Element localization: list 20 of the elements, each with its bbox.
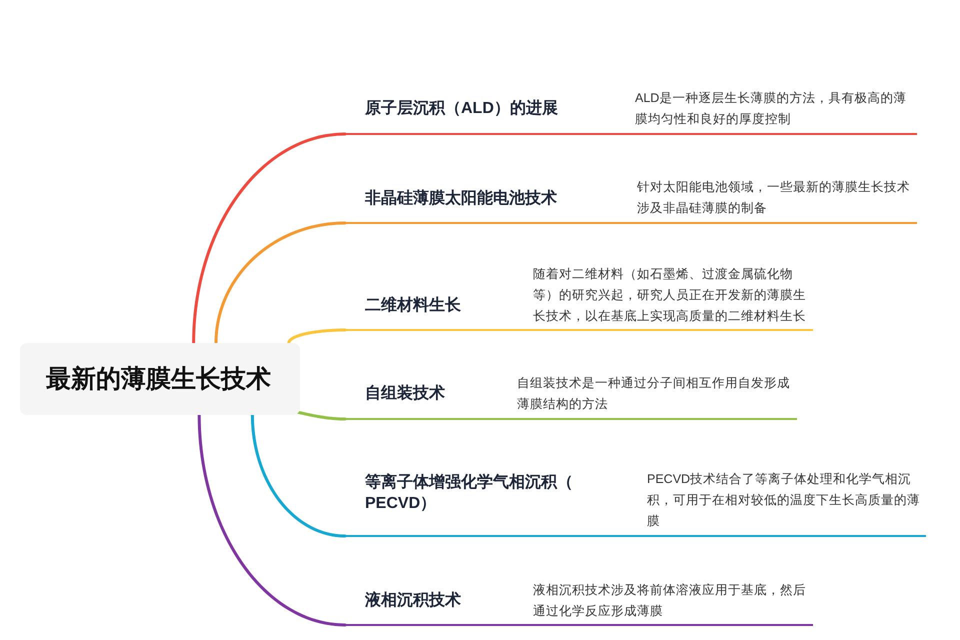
- branch-title: 液相沉积技术: [365, 590, 462, 611]
- branch-connector: [287, 328, 346, 344]
- branch-connector: [296, 410, 346, 420]
- branch-title: 等离子体增强化学气相沉积（PECVD）: [365, 472, 574, 514]
- branch-connector: [192, 132, 346, 344]
- branch-title: 原子层沉积（ALD）的进展: [365, 98, 559, 119]
- central-topic-box: [20, 343, 300, 415]
- branch-description: 针对太阳能电池领域，一些最新的薄膜生长技术涉及非晶硅薄膜的制备: [637, 179, 911, 217]
- branch-description: 随着对二维材料（如石墨烯、过渡金属硫化物等）的研究兴起，研究人员正在开发新的薄膜生长技术，以在基底上实现高质量的二维材料生长: [533, 266, 807, 325]
- branch-connector: [214, 222, 346, 344]
- branch-description: 液相沉积技术涉及将前体溶液应用于基底，然后通过化学反应形成薄膜: [533, 582, 807, 620]
- branch-connector: [198, 414, 346, 626]
- branch-connector: [250, 414, 346, 538]
- branch-description: 自组装技术是一种通过分子间相互作用自发形成薄膜结构的方法: [517, 375, 791, 413]
- central-topic-text: 最新的薄膜生长技术: [46, 364, 271, 394]
- branch-title: 二维材料生长: [365, 295, 462, 316]
- branch-description: PECVD技术结合了等离子体处理和化学气相沉积，可用于在相对较低的温度下生长高质量的薄膜: [647, 471, 921, 530]
- branch-title: 自组装技术: [365, 384, 446, 404]
- branch-description: ALD是一种逐层生长薄膜的方法，具有极高的薄膜均匀性和良好的厚度控制: [635, 90, 908, 128]
- branch-title: 非晶硅薄膜太阳能电池技术: [365, 188, 558, 209]
